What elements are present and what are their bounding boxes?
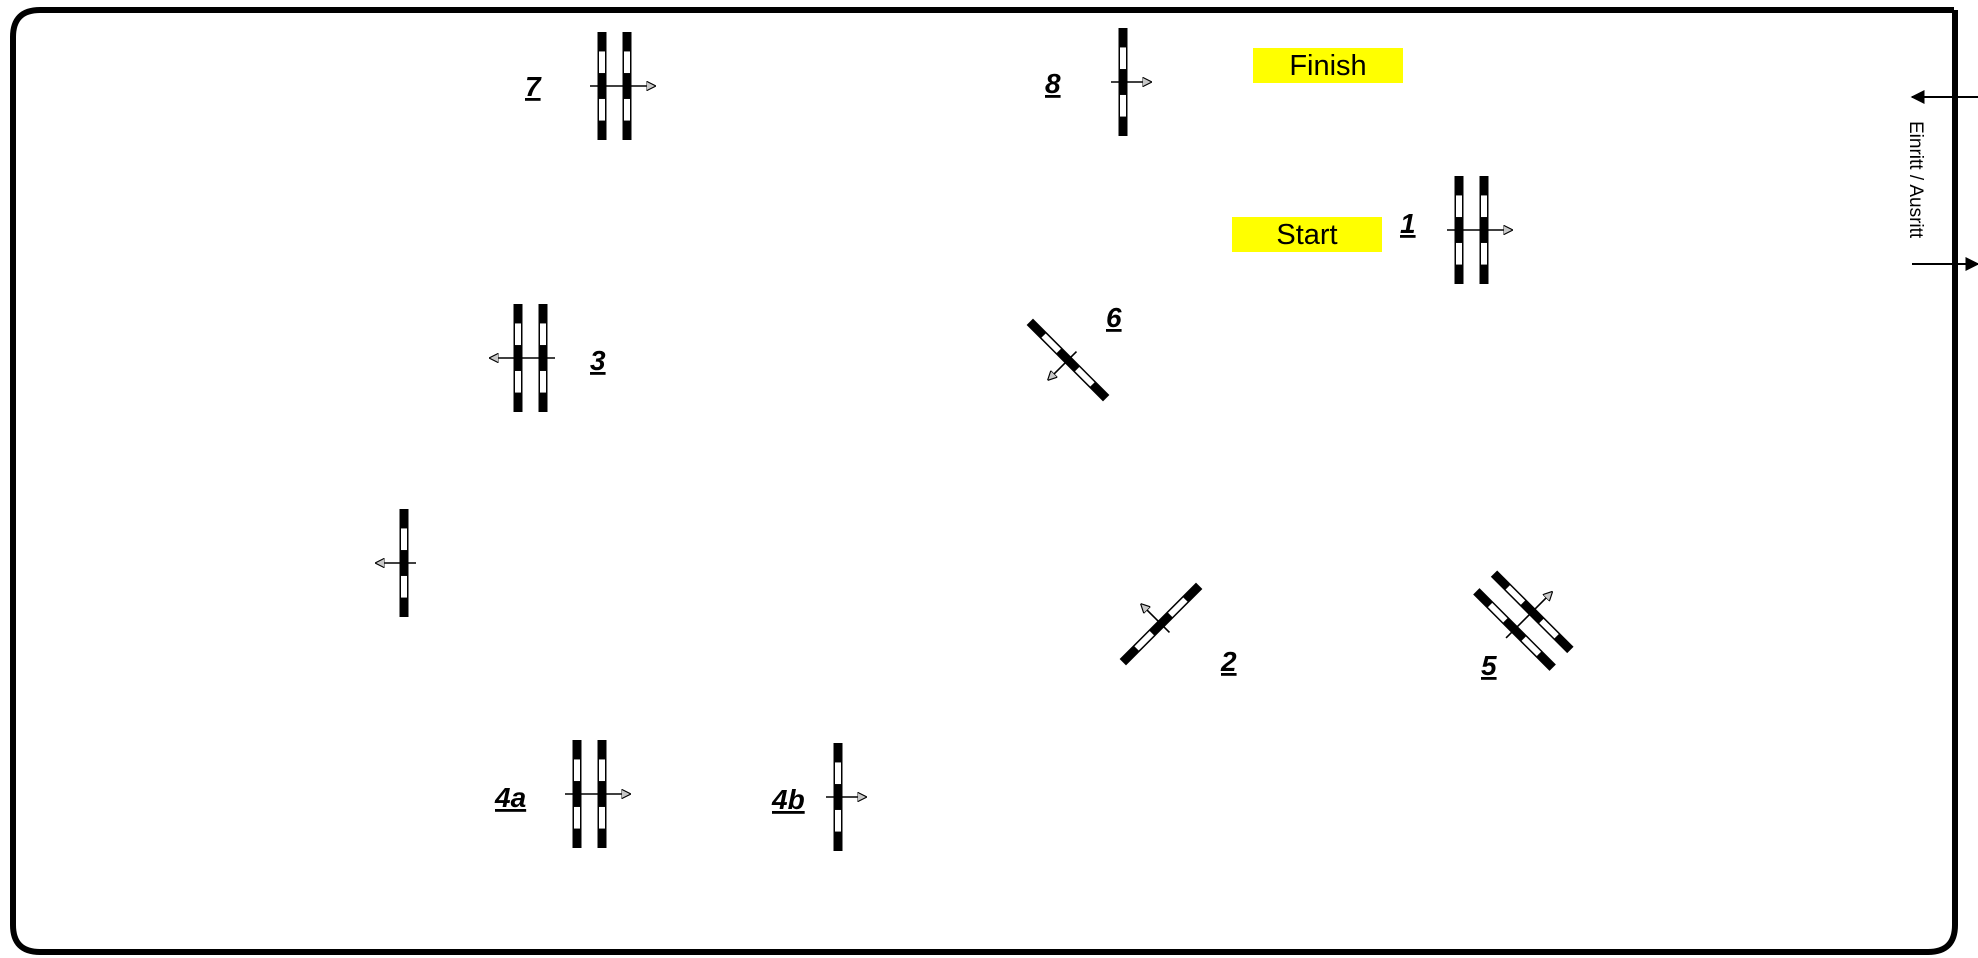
obstacle-label-5: 5 (1481, 650, 1497, 681)
fence-pole-band (1120, 47, 1126, 70)
entry-exit-label: Einritt / Ausritt (1905, 121, 1926, 239)
start-label: Start (1276, 219, 1337, 251)
fence-pole-band (515, 370, 521, 393)
obstacle-label-7: 7 (525, 71, 542, 102)
fence-pole-band (1168, 597, 1188, 617)
obstacle-label-2: 2 (1220, 646, 1237, 677)
obstacle-label-4b: 4b (771, 784, 805, 815)
obstacle-8 (1111, 28, 1151, 136)
fence-pole-band (1539, 618, 1559, 639)
fence-pole-band (1134, 631, 1154, 651)
finish-marker: Finish (1253, 48, 1403, 83)
fence-pole-band (1456, 195, 1462, 218)
fence-pole-band (1481, 242, 1487, 265)
fence-pole-band (1456, 242, 1462, 265)
obstacle-label-8: 8 (1045, 68, 1061, 99)
fence-pole-band (835, 809, 841, 832)
fence-pole-band (1481, 195, 1487, 218)
obstacle-4b (826, 743, 866, 851)
obstacle-2 (1119, 582, 1203, 666)
fence-pole-band (599, 51, 605, 74)
fence-pole-band (599, 806, 605, 829)
fence-pole-band (1487, 602, 1508, 623)
direction-arrow (1141, 604, 1171, 634)
obstacle-5 (1473, 570, 1574, 671)
fence-pole-band (1120, 94, 1126, 117)
obstacle-6 (1026, 318, 1110, 402)
obstacle-label-1: 1 (1400, 208, 1416, 239)
fence-pole-band (599, 759, 605, 782)
fence-pole-band (401, 528, 407, 551)
obstacle-label-3: 3 (590, 345, 606, 376)
start-marker: Start (1232, 217, 1382, 252)
fence-pole-band (1521, 636, 1542, 657)
finish-tag (1253, 48, 1403, 83)
direction-arrow (1505, 592, 1552, 639)
obstacle-3 (490, 304, 555, 412)
fence-pole-band (1041, 333, 1061, 353)
obstacle-label-4a: 4a (494, 782, 526, 813)
entry-exit-marker: Einritt / Ausritt (1905, 90, 1978, 271)
fence-pole-band (540, 370, 546, 393)
fence-pole-band (515, 323, 521, 346)
fence-pole-band (574, 806, 580, 829)
fence-pole-band (540, 323, 546, 346)
obstacle-unnumbered (376, 509, 416, 617)
finish-label: Finish (1289, 50, 1366, 82)
obstacle-4a (565, 740, 630, 848)
fence-pole-band (574, 759, 580, 782)
arena-border (10, 7, 1958, 955)
obstacle-label-6: 6 (1106, 302, 1122, 333)
fence-pole-band (624, 51, 630, 74)
obstacle-7 (590, 32, 655, 140)
fence-pole-band (1505, 585, 1526, 605)
fence-pole-band (599, 98, 605, 121)
fence-pole-band (1075, 367, 1095, 387)
fence-pole-band (835, 762, 841, 785)
fence-pole-band (401, 575, 407, 598)
obstacle-1 (1447, 176, 1512, 284)
start-tag (1232, 217, 1382, 252)
fence-pole-band (624, 98, 630, 121)
direction-arrow (1048, 350, 1078, 380)
